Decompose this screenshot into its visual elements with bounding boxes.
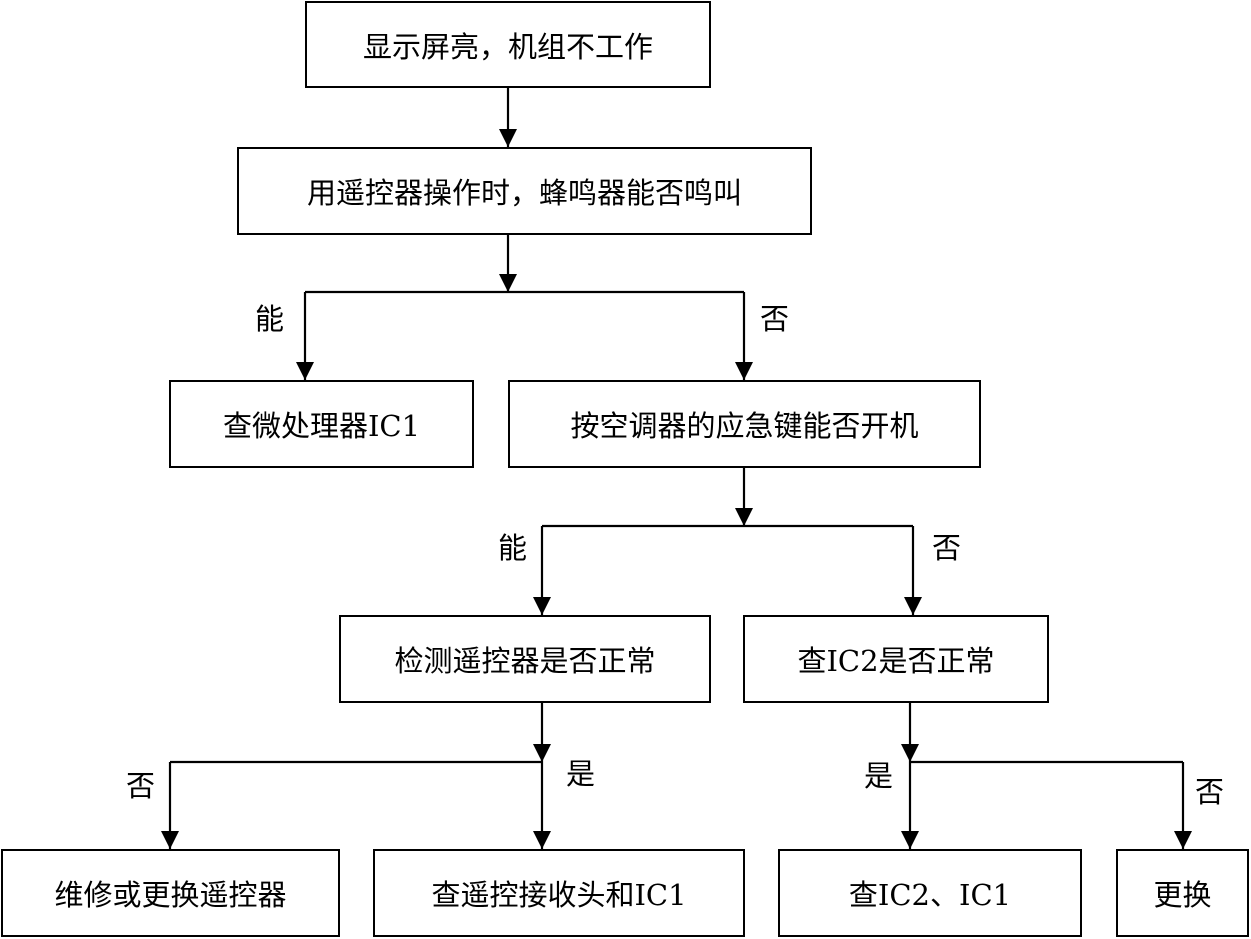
node-check-mcu: 查微处理器IC1 — [169, 380, 474, 468]
node-remote-beep: 用遥控器操作时，蜂鸣器能否鸣叫 — [237, 147, 812, 235]
node-check-receiver: 查遥控接收头和IC1 — [373, 849, 745, 937]
node-check-ic2: 查IC2是否正常 — [743, 615, 1049, 703]
label-beep-yes: 能 — [255, 302, 285, 336]
label-remote-no: 否 — [126, 769, 156, 803]
label-beep-no: 否 — [760, 302, 790, 336]
node-repair-remote: 维修或更换遥控器 — [1, 849, 340, 937]
label-emergency-no: 否 — [932, 531, 962, 565]
node-check-remote: 检测遥控器是否正常 — [339, 615, 711, 703]
node-emergency-key: 按空调器的应急键能否开机 — [508, 380, 981, 468]
node-replace: 更换 — [1116, 849, 1249, 937]
label-ic2-yes: 是 — [864, 759, 894, 793]
label-ic2-no: 否 — [1195, 775, 1225, 809]
node-start: 显示屏亮，机组不工作 — [305, 1, 711, 88]
label-remote-yes: 是 — [566, 757, 596, 791]
label-emergency-yes: 能 — [498, 531, 528, 565]
node-check-ic2-ic1: 查IC2、IC1 — [778, 849, 1082, 937]
